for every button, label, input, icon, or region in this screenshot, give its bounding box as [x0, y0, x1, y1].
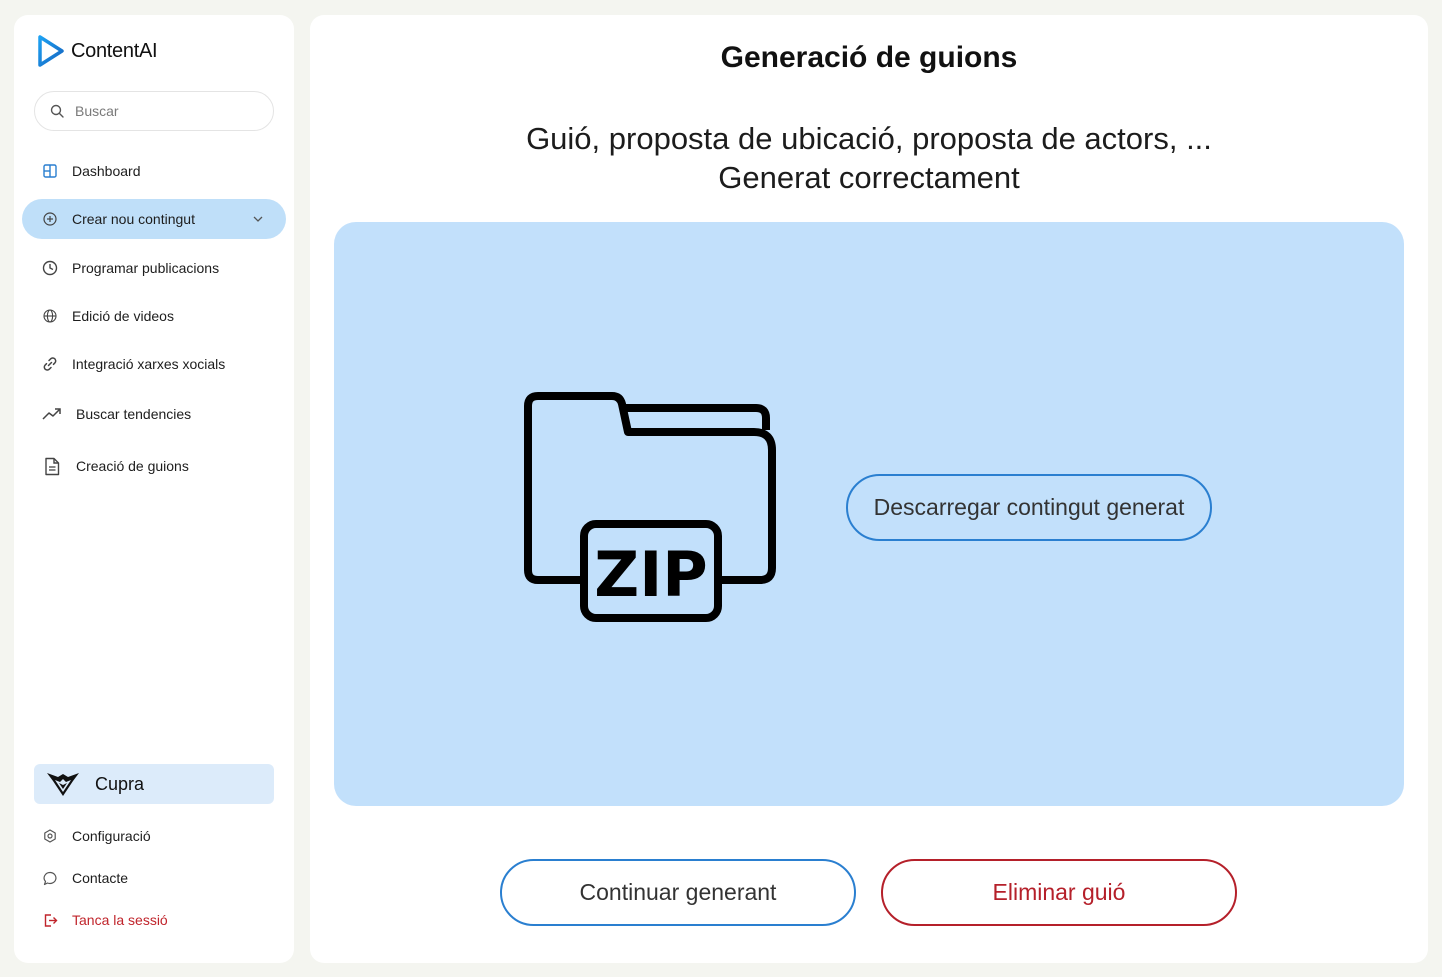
sidebar-item-label: Tanca la sessió — [72, 912, 168, 928]
status-message: Guió, proposta de ubicació, proposta de … — [310, 119, 1428, 197]
search-box[interactable] — [34, 91, 274, 131]
search-input[interactable] — [75, 103, 255, 119]
sidebar-item-create-content[interactable]: Crear nou contingut — [22, 199, 286, 239]
page-title: Generació de guions — [720, 41, 1018, 74]
sidebar-item-label: Creació de guions — [76, 458, 189, 474]
logout-icon — [42, 912, 58, 928]
sidebar-item-contact[interactable]: Contacte — [22, 858, 286, 898]
sidebar-item-label: Configuració — [72, 828, 151, 844]
sidebar-item-scripts[interactable]: Creació de guions — [22, 446, 286, 486]
play-logo-icon — [37, 34, 65, 68]
download-button[interactable]: Descarregar contingut generat — [846, 474, 1212, 541]
sidebar-item-social-integration[interactable]: Integració xarxes xocials — [22, 344, 286, 384]
sidebar-item-schedule[interactable]: Programar publicacions — [22, 248, 286, 288]
plus-circle-icon — [42, 211, 58, 227]
zip-folder-icon: ZIP — [524, 390, 780, 627]
app-logo[interactable]: ContentAI — [37, 34, 158, 68]
brand-name: Cupra — [95, 773, 145, 794]
sidebar-item-label: Crear nou contingut — [72, 211, 195, 227]
chat-icon — [42, 870, 58, 886]
sidebar-item-label: Dashboard — [72, 163, 141, 179]
sidebar-item-label: Edició de videos — [72, 308, 174, 324]
sidebar-item-logout[interactable]: Tanca la sessió — [22, 900, 286, 940]
search-icon — [49, 103, 65, 119]
sidebar-item-label: Contacte — [72, 870, 129, 886]
status-line-2: Generat correctament — [718, 160, 1020, 195]
sidebar-item-dashboard[interactable]: Dashboard — [22, 151, 286, 191]
document-icon — [42, 456, 62, 476]
result-panel: ZIP Descarregar contingut generat — [334, 222, 1404, 806]
settings-icon — [42, 828, 58, 844]
sidebar-item-settings[interactable]: Configuració — [22, 816, 286, 856]
brand-selector[interactable]: Cupra — [34, 764, 274, 804]
sidebar: ContentAI Dashboard Crear nou contingut … — [14, 15, 294, 963]
dashboard-icon — [42, 163, 58, 179]
sidebar-item-label: Integració xarxes xocials — [72, 356, 226, 372]
status-line-1: Guió, proposta de ubicació, proposta de … — [526, 121, 1212, 156]
continue-generating-button[interactable]: Continuar generant — [500, 859, 856, 926]
main-content: Generació de guions Guió, proposta de ub… — [310, 15, 1428, 963]
trending-up-icon — [42, 406, 62, 422]
sidebar-item-label: Programar publicacions — [72, 260, 220, 276]
chevron-down-icon[interactable] — [252, 212, 264, 228]
sidebar-item-video-editing[interactable]: Edició de videos — [22, 296, 286, 336]
zip-label: ZIP — [594, 538, 707, 611]
globe-icon — [42, 308, 58, 324]
clock-icon — [42, 260, 58, 276]
link-icon — [42, 356, 58, 372]
app-name: ContentAI — [71, 39, 158, 62]
sidebar-item-label: Buscar tendencies — [76, 406, 192, 422]
delete-script-button[interactable]: Eliminar guió — [881, 859, 1237, 926]
sidebar-item-trends[interactable]: Buscar tendencies — [22, 394, 286, 434]
cupra-logo-icon — [46, 771, 80, 797]
